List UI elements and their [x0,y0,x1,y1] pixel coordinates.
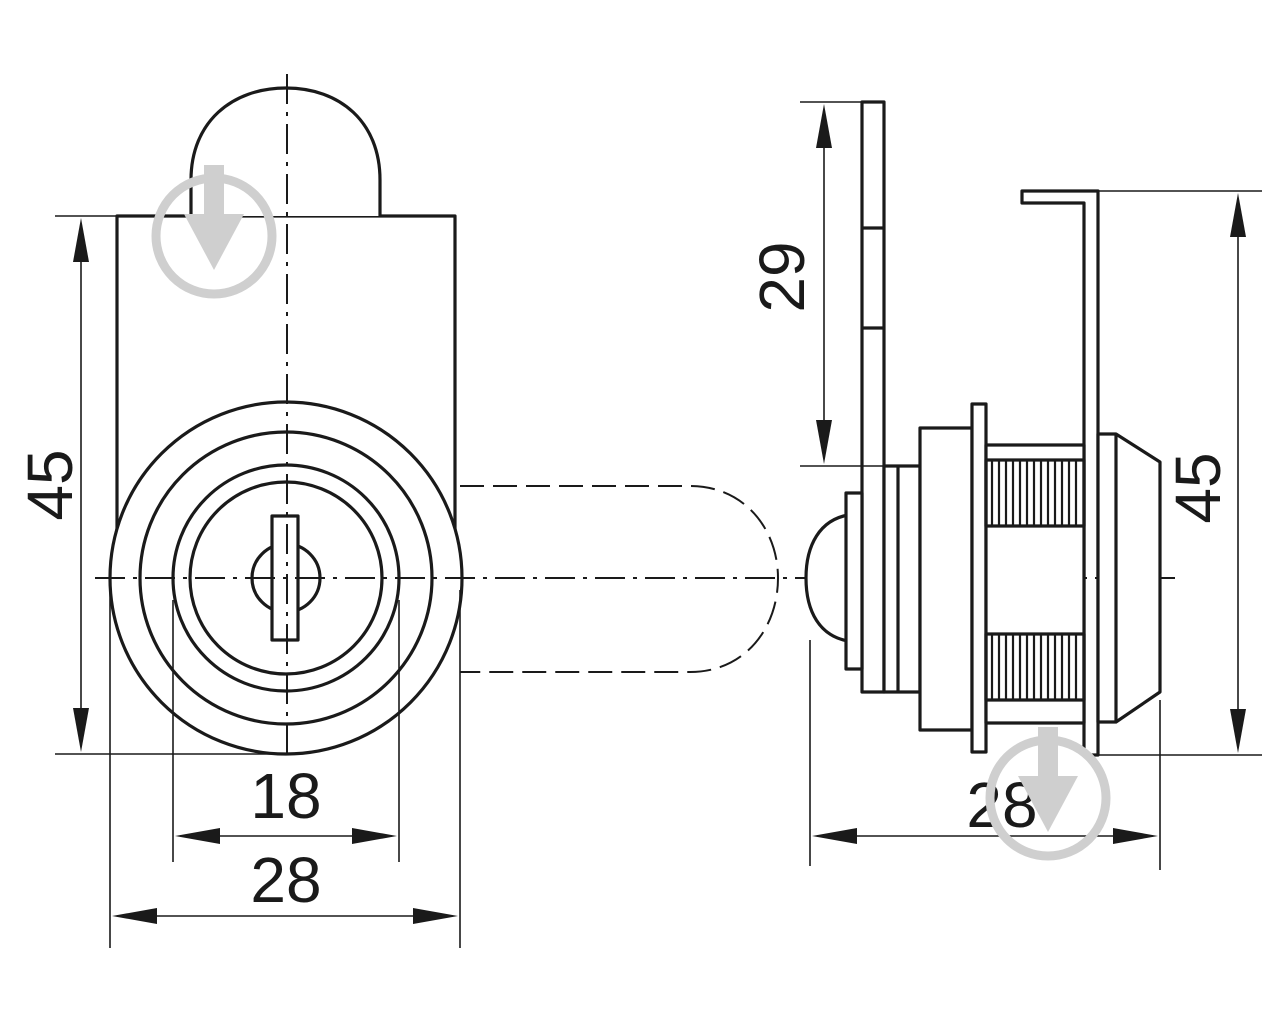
arrow-28-left [112,908,157,924]
arrow-28s-left [812,828,857,844]
cap-flange [844,491,864,671]
arrow-28-right [413,908,458,924]
arrow-29-up [816,104,832,148]
thread-lower [984,632,1086,702]
arrow-29-down [816,420,832,464]
arrow-up [73,218,89,262]
dim-label-45-side: 45 [1162,452,1234,523]
dim-label-29: 29 [746,241,818,312]
side-view: 29 45 28 [746,100,1262,870]
download-arrow-circle-icon [151,165,277,299]
dim-label-18: 18 [250,760,321,832]
arrow-down [73,708,89,752]
dim-label-45-front: 45 [14,449,86,520]
download-arrow-circle-icon [985,727,1111,861]
arrow-18-right [352,828,397,844]
tongue-swing-path [460,485,780,673]
thread-upper [984,458,1086,528]
end-nut [1096,432,1162,724]
arrow-18-left [175,828,220,844]
arrow-45r-up [1230,193,1246,237]
lock-housing [918,426,974,732]
dim-label-28-front: 28 [250,844,321,916]
cap-nose [804,513,850,643]
mounting-plate [860,100,886,694]
arrow-28s-right [1113,828,1158,844]
spacer-block [882,464,922,694]
flange-washer [970,402,988,754]
arrow-45r-down [1230,709,1246,753]
